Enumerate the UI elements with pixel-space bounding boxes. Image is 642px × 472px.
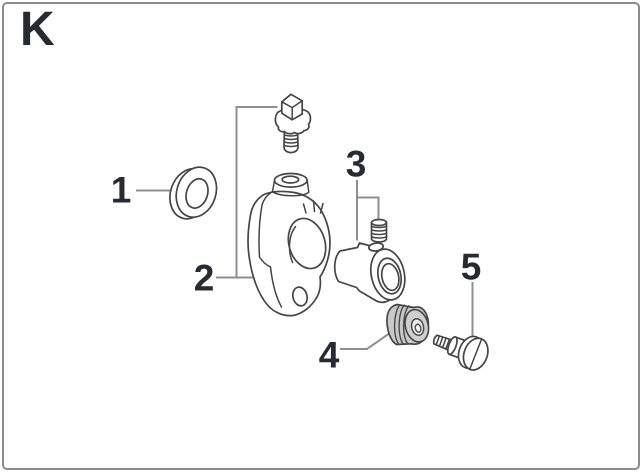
set-screw (370, 218, 388, 243)
callout-lines (136, 106, 474, 350)
part-label-2: 2 (193, 257, 215, 299)
clamp-boss-hole (281, 175, 300, 184)
clamp-housing (247, 172, 331, 317)
shoulder-screw (432, 334, 489, 371)
clamp-small-hole (291, 286, 309, 307)
callout-line-2 (216, 106, 278, 279)
part-label-1: 1 (110, 169, 132, 211)
flange-bolt (274, 93, 312, 154)
bushing (333, 242, 406, 304)
part-label-4: 4 (318, 334, 340, 376)
washer (169, 166, 218, 220)
callout-line-4 (340, 333, 390, 350)
callout-line-3 (356, 180, 380, 241)
grommet (386, 303, 430, 346)
section-letter: K (20, 3, 56, 56)
grommet-grooves (393, 304, 410, 345)
part-label-3: 3 (345, 143, 367, 185)
part-label-5: 5 (460, 246, 482, 288)
screw-slot (469, 338, 483, 370)
hatch-marks (302, 200, 324, 214)
bushing-top-hole (367, 242, 385, 252)
